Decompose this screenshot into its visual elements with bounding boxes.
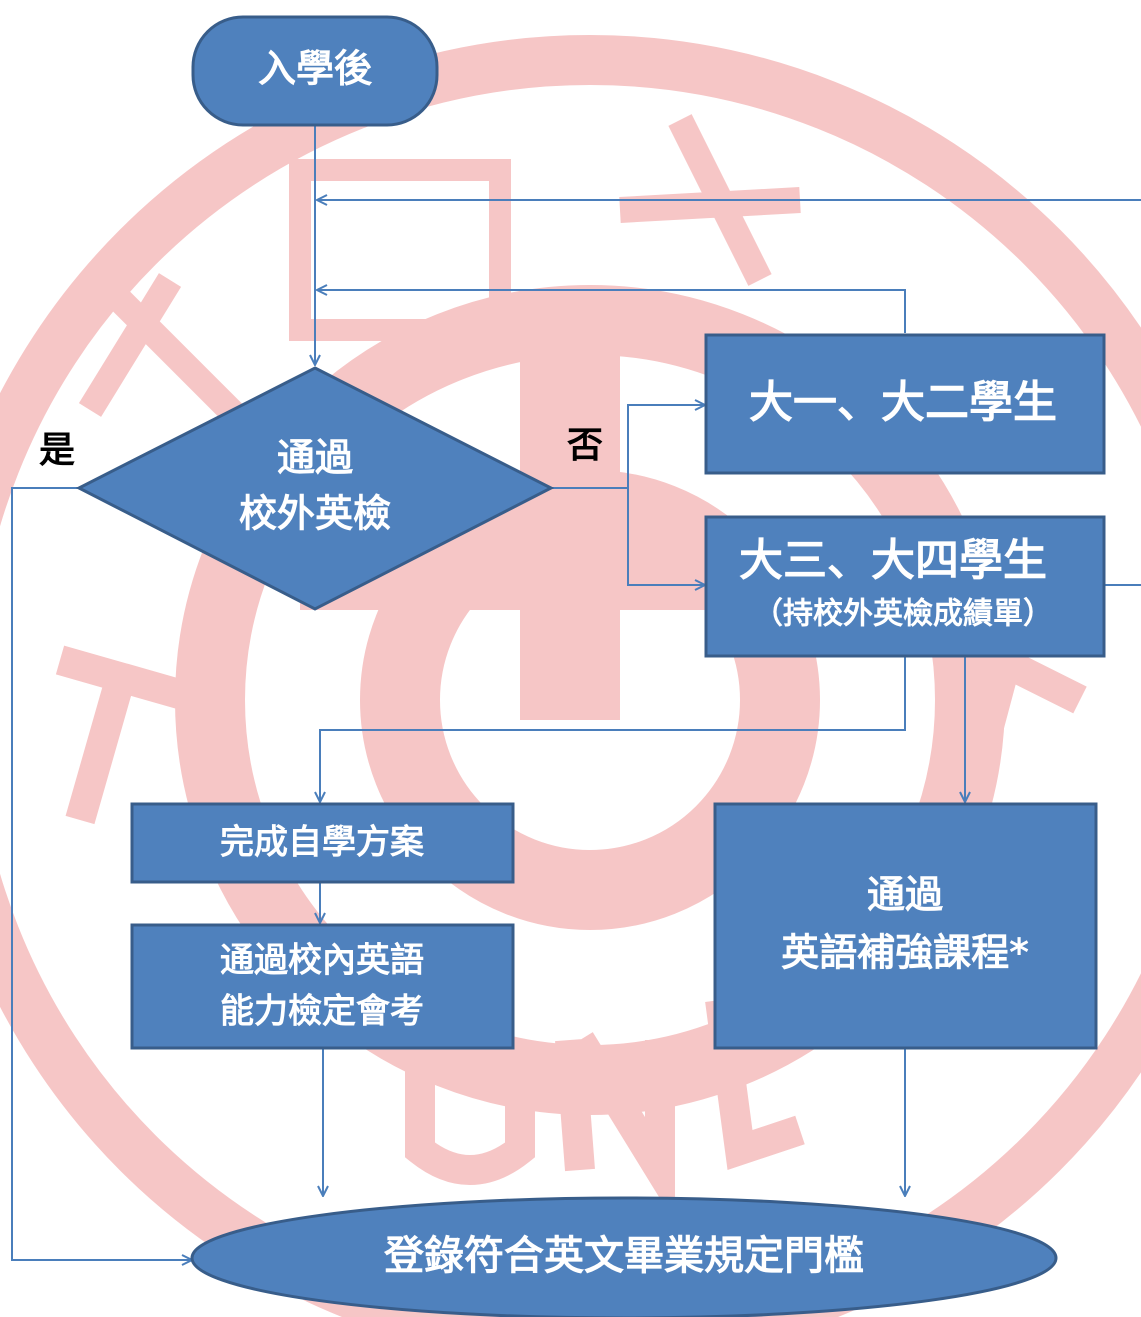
edge-decision-to-freshman	[552, 405, 705, 489]
edge-decision-yes-to-end	[11, 487, 192, 1260]
self-study-node: 完成自學方案	[130, 802, 515, 884]
end-node-label: 登錄符合英文畢業規定門檻	[383, 1233, 864, 1279]
end-node: 登錄符合英文畢業規定門檻	[190, 1196, 1058, 1317]
edge-junior-loop	[317, 200, 1141, 586]
edge-decision-to-junior	[627, 488, 705, 585]
freshman-sophomore-node: 大一、大二學生	[704, 333, 1106, 475]
remedial-course-label-line1: 通過	[867, 873, 944, 917]
decision-node-label-line1: 通過	[277, 436, 354, 480]
freshman-sophomore-label: 大一、大二學生	[749, 377, 1057, 428]
self-study-label: 完成自學方案	[220, 823, 425, 863]
edge-freshman-loop	[317, 290, 906, 333]
remedial-course-node: 通過 英語補強課程*	[713, 802, 1098, 1050]
remedial-course-label-line2: 英語補強課程*	[781, 931, 1029, 975]
flow-edges	[11, 126, 1141, 1260]
edge-junior-to-selfstudy	[320, 656, 906, 802]
no-branch-label: 否	[567, 425, 603, 466]
internal-exam-label-line2: 能力檢定會考	[220, 992, 424, 1032]
internal-exam-node: 通過校內英語 能力檢定會考	[130, 923, 515, 1050]
decision-node-label-line2: 校外英檢	[239, 492, 391, 536]
junior-senior-label-line2: （持校外英檢成績單）	[753, 597, 1053, 632]
start-node-label: 入學後	[258, 47, 373, 91]
yes-branch-label: 是	[39, 430, 75, 471]
internal-exam-label-line1: 通過校內英語	[220, 941, 424, 981]
junior-senior-label-line1: 大三、大四學生	[739, 535, 1047, 586]
university-seal-watermark	[0, 35, 1141, 1317]
junior-senior-node: 大三、大四學生 （持校外英檢成績單）	[704, 515, 1106, 658]
decision-node: 通過 校外英檢	[75, 366, 555, 611]
start-node: 入學後	[191, 15, 439, 127]
